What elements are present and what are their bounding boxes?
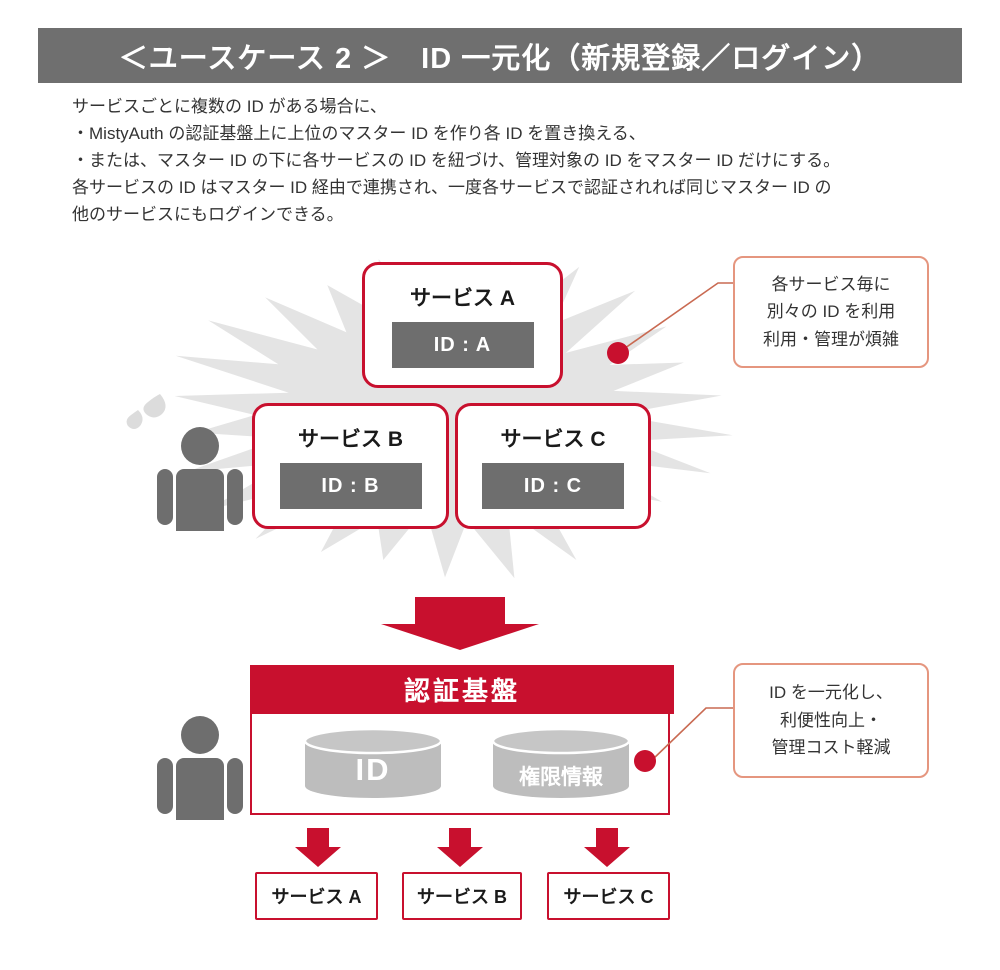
- callout-connector-line: [617, 282, 735, 354]
- callout-after-line: ID を一元化し、: [769, 683, 893, 703]
- down-arrow-icon: [381, 597, 539, 650]
- down-arrow-icon: [437, 828, 483, 867]
- person-torso: [176, 469, 224, 531]
- callout-connector-line: [650, 707, 733, 762]
- person-arm: [157, 758, 173, 814]
- service-a-label: サービス A: [410, 287, 515, 310]
- intro-line: ・MistyAuth の認証基盤上に上位のマスター ID を作り各 ID を置き…: [72, 124, 646, 143]
- service-a-card: サービス A ID : A: [362, 262, 563, 388]
- service-b-box-label: サービス B: [417, 887, 507, 907]
- person-arm: [227, 469, 243, 525]
- id-database-cylinder: ID: [303, 727, 443, 800]
- service-c-label: サービス C: [500, 428, 606, 451]
- callout-anchor-dot: [607, 342, 629, 364]
- callout-before: 各サービス毎に 別々の ID を利用 利用・管理が煩雑: [733, 256, 929, 368]
- service-c-card: サービス C ID : C: [455, 403, 651, 529]
- service-b-box: サービス B: [402, 872, 522, 920]
- service-a-id-chip: ID : A: [391, 322, 534, 368]
- service-c-box: サービス C: [547, 872, 670, 920]
- id-database-label: ID: [355, 752, 391, 787]
- down-arrow-icon: [295, 828, 341, 867]
- service-a-box: サービス A: [255, 872, 378, 920]
- page-title: ＜ユースケース 2 ＞ ID 一元化（新規登録／ログイン）: [38, 28, 962, 83]
- intro-line: ・または、マスター ID の下に各サービスの ID を紐づけ、管理対象の ID …: [72, 151, 841, 170]
- callout-before-line: 利用・管理が煩雑: [763, 329, 899, 349]
- page-title-text: ＜ユースケース 2 ＞ ID 一元化（新規登録／ログイン）: [118, 42, 882, 75]
- callout-after-line: 管理コスト軽減: [771, 738, 891, 758]
- callout-after: ID を一元化し、 利便性向上・ 管理コスト軽減: [733, 663, 929, 778]
- service-b-label: サービス B: [298, 428, 403, 451]
- sweat-drops-icon: [126, 394, 166, 429]
- service-c-box-label: サービス C: [563, 887, 654, 907]
- intro-line: 他のサービスにもログインできる。: [72, 205, 344, 224]
- person-arm: [157, 469, 173, 525]
- user-icon-after: [157, 716, 243, 820]
- callout-anchor-dot: [634, 750, 656, 772]
- user-icon-before: [157, 427, 243, 531]
- intro-paragraph: サービスごとに複数の ID がある場合に、 ・MistyAuth の認証基盤上に…: [72, 93, 952, 228]
- intro-line: サービスごとに複数の ID がある場合に、: [72, 97, 387, 116]
- intro-line: 各サービスの ID はマスター ID 経由で連携され、一度各サービスで認証されれ…: [72, 178, 832, 197]
- person-arm: [227, 758, 243, 814]
- person-head: [181, 427, 219, 465]
- service-a-box-label: サービス A: [271, 887, 362, 907]
- callout-before-line: 別々の ID を利用: [766, 302, 896, 322]
- service-b-card: サービス B ID : B: [252, 403, 449, 529]
- person-head: [181, 716, 219, 754]
- callout-before-line: 各サービス毎に: [771, 274, 891, 294]
- down-arrow-icon: [584, 828, 630, 867]
- callout-after-line: 利便性向上・: [780, 710, 882, 730]
- person-torso: [176, 758, 224, 820]
- auth-info-database-cylinder: 権限情報: [491, 727, 631, 800]
- auth-platform-title: 認証基盤: [250, 665, 674, 714]
- auth-platform-box: 認証基盤 ID 権限情報: [250, 665, 674, 815]
- auth-info-database-label: 権限情報: [519, 766, 603, 789]
- service-c-id-chip: ID : C: [482, 463, 624, 509]
- service-b-id-chip: ID : B: [279, 463, 422, 509]
